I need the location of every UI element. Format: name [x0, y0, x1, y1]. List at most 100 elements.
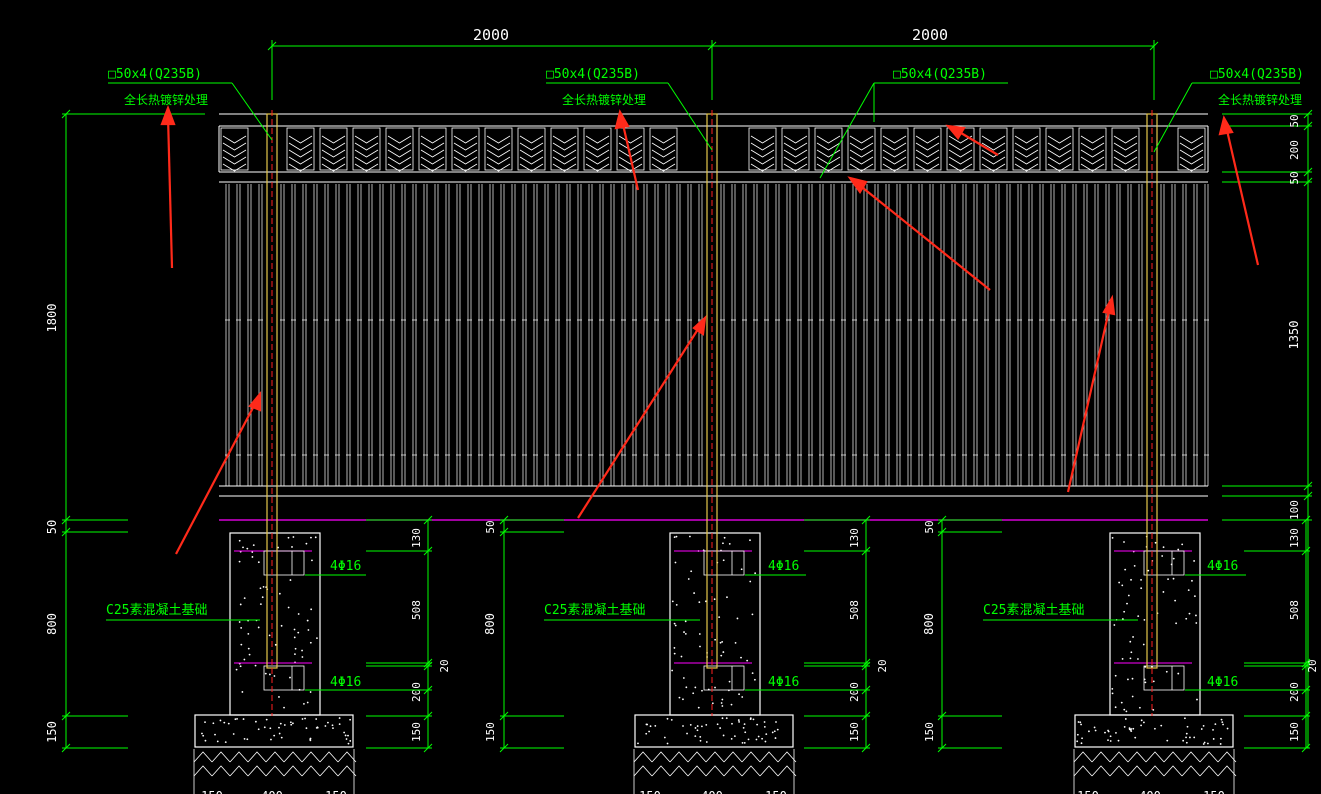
- footing-label-1: C25素混凝土基础: [106, 602, 260, 621]
- footing-dim-tick: [861, 743, 871, 753]
- chevron-stroke: [420, 163, 445, 172]
- chevron-stroke: [1047, 156, 1072, 165]
- chevron-stroke: [882, 163, 907, 172]
- aggregate-dot: [1129, 657, 1132, 660]
- chevron-stroke: [651, 135, 676, 144]
- footing-dims-2: 50 800 150 130 508 20 200 150: [483, 520, 889, 742]
- chevron-panel: [616, 127, 645, 171]
- soil-hatch: [1091, 765, 1111, 777]
- aggregate-dot: [1111, 536, 1114, 539]
- chevron-stroke: [1080, 163, 1105, 172]
- chevron-panel: [748, 127, 777, 171]
- aggregate-dot: [684, 632, 687, 635]
- aggregate-dot: [736, 617, 739, 620]
- soil-hatch: [211, 765, 231, 777]
- chevron-stroke: [222, 156, 247, 165]
- aggregate-dot: [254, 720, 257, 723]
- chevron-stroke: [1080, 135, 1105, 144]
- chevron-stroke: [321, 163, 346, 172]
- aggregate-dot: [242, 718, 245, 720]
- aggregate-dot: [673, 652, 676, 655]
- aggregate-dot: [674, 561, 677, 564]
- aggregate-dot: [749, 539, 751, 542]
- aggregate-dot: [343, 731, 346, 734]
- aggregate-dot: [637, 742, 639, 745]
- chevron-stroke: [1179, 156, 1204, 165]
- svg-text:150: 150: [765, 789, 787, 794]
- post-label-3: □50x4(Q235B) 全长热镀锌处理: [1153, 67, 1304, 153]
- chevron-stroke: [354, 142, 379, 151]
- aggregate-dot: [740, 568, 743, 571]
- aggregate-dot: [327, 721, 329, 724]
- aggregate-dot: [1140, 578, 1142, 581]
- dim-right-50-mid: 50: [1288, 171, 1301, 184]
- post-label-1: □50x4(Q235B) 全长热镀锌处理: [108, 67, 273, 141]
- left-dimension: [61, 109, 205, 753]
- aggregate-dot: [251, 551, 254, 553]
- aggregate-dot: [243, 597, 246, 599]
- footing-dim-tick: [423, 546, 433, 556]
- soil-hatch: [265, 751, 285, 763]
- rebar-label-2a: 4Φ16: [768, 559, 799, 574]
- aggregate-dot: [246, 738, 249, 741]
- aggregate-dot: [287, 536, 290, 539]
- chevron-stroke: [288, 156, 313, 165]
- soil-hatch: [301, 751, 321, 763]
- chevron-stroke: [750, 135, 775, 144]
- aggregate-dot: [1138, 706, 1141, 709]
- chevron-stroke: [453, 142, 478, 151]
- chevron-stroke: [552, 149, 577, 158]
- footing-dim-tick: [861, 661, 871, 671]
- aggregate-dot: [773, 730, 776, 733]
- footing-dim-tick: [861, 515, 871, 525]
- aggregate-dot: [687, 578, 690, 580]
- aggregate-dot: [694, 727, 697, 729]
- aggregate-dot: [1121, 584, 1124, 587]
- aggregate-dot: [294, 653, 296, 655]
- aggregate-dot: [246, 547, 249, 550]
- svg-text:C25素混凝土基础: C25素混凝土基础: [106, 602, 207, 618]
- aggregate-dot: [699, 739, 702, 742]
- aggregate-dot: [316, 726, 319, 729]
- footing-base: [634, 714, 794, 748]
- aggregate-dot: [1081, 737, 1083, 740]
- chevron-stroke: [486, 156, 511, 165]
- aggregate-dot: [316, 637, 318, 640]
- aggregate-dot: [338, 717, 341, 719]
- chevron-stroke: [453, 135, 478, 144]
- aggregate-dot: [682, 698, 684, 701]
- right-dimension: [1222, 109, 1313, 748]
- aggregate-dot: [201, 732, 203, 735]
- top-dimension: [267, 40, 1159, 100]
- chevron-stroke: [453, 163, 478, 172]
- aggregate-dot: [294, 647, 297, 650]
- aggregate-dot: [1137, 615, 1140, 618]
- chevron-stroke: [651, 149, 676, 158]
- aggregate-dot: [261, 596, 264, 599]
- aggregate-dot: [1127, 678, 1129, 681]
- aggregate-dot: [1212, 738, 1215, 740]
- aggregate-dot: [690, 570, 693, 573]
- aggregate-dot: [1123, 541, 1125, 543]
- aggregate-dot: [1172, 577, 1175, 580]
- aggregate-dot: [1165, 670, 1168, 673]
- aggregate-dot: [278, 732, 281, 735]
- aggregate-dot: [238, 560, 241, 563]
- aggregate-dot: [1077, 721, 1080, 723]
- soil-hatch: [669, 765, 689, 777]
- soil-hatch: [1073, 751, 1093, 763]
- aggregate-dot: [1118, 581, 1121, 584]
- aggregate-dot: [254, 664, 257, 667]
- aggregate-dot: [1143, 618, 1146, 621]
- aggregate-dot: [671, 669, 674, 672]
- aggregate-dot: [1175, 622, 1178, 625]
- chevron-stroke: [1179, 142, 1204, 151]
- aggregate-dot: [219, 719, 222, 722]
- aggregate-dot: [291, 546, 293, 548]
- footing-3: [1073, 532, 1246, 794]
- soil-hatch: [283, 751, 303, 763]
- soil-hatch: [705, 751, 725, 763]
- chevron-panel: [319, 127, 348, 171]
- soil-hatch: [1109, 751, 1129, 763]
